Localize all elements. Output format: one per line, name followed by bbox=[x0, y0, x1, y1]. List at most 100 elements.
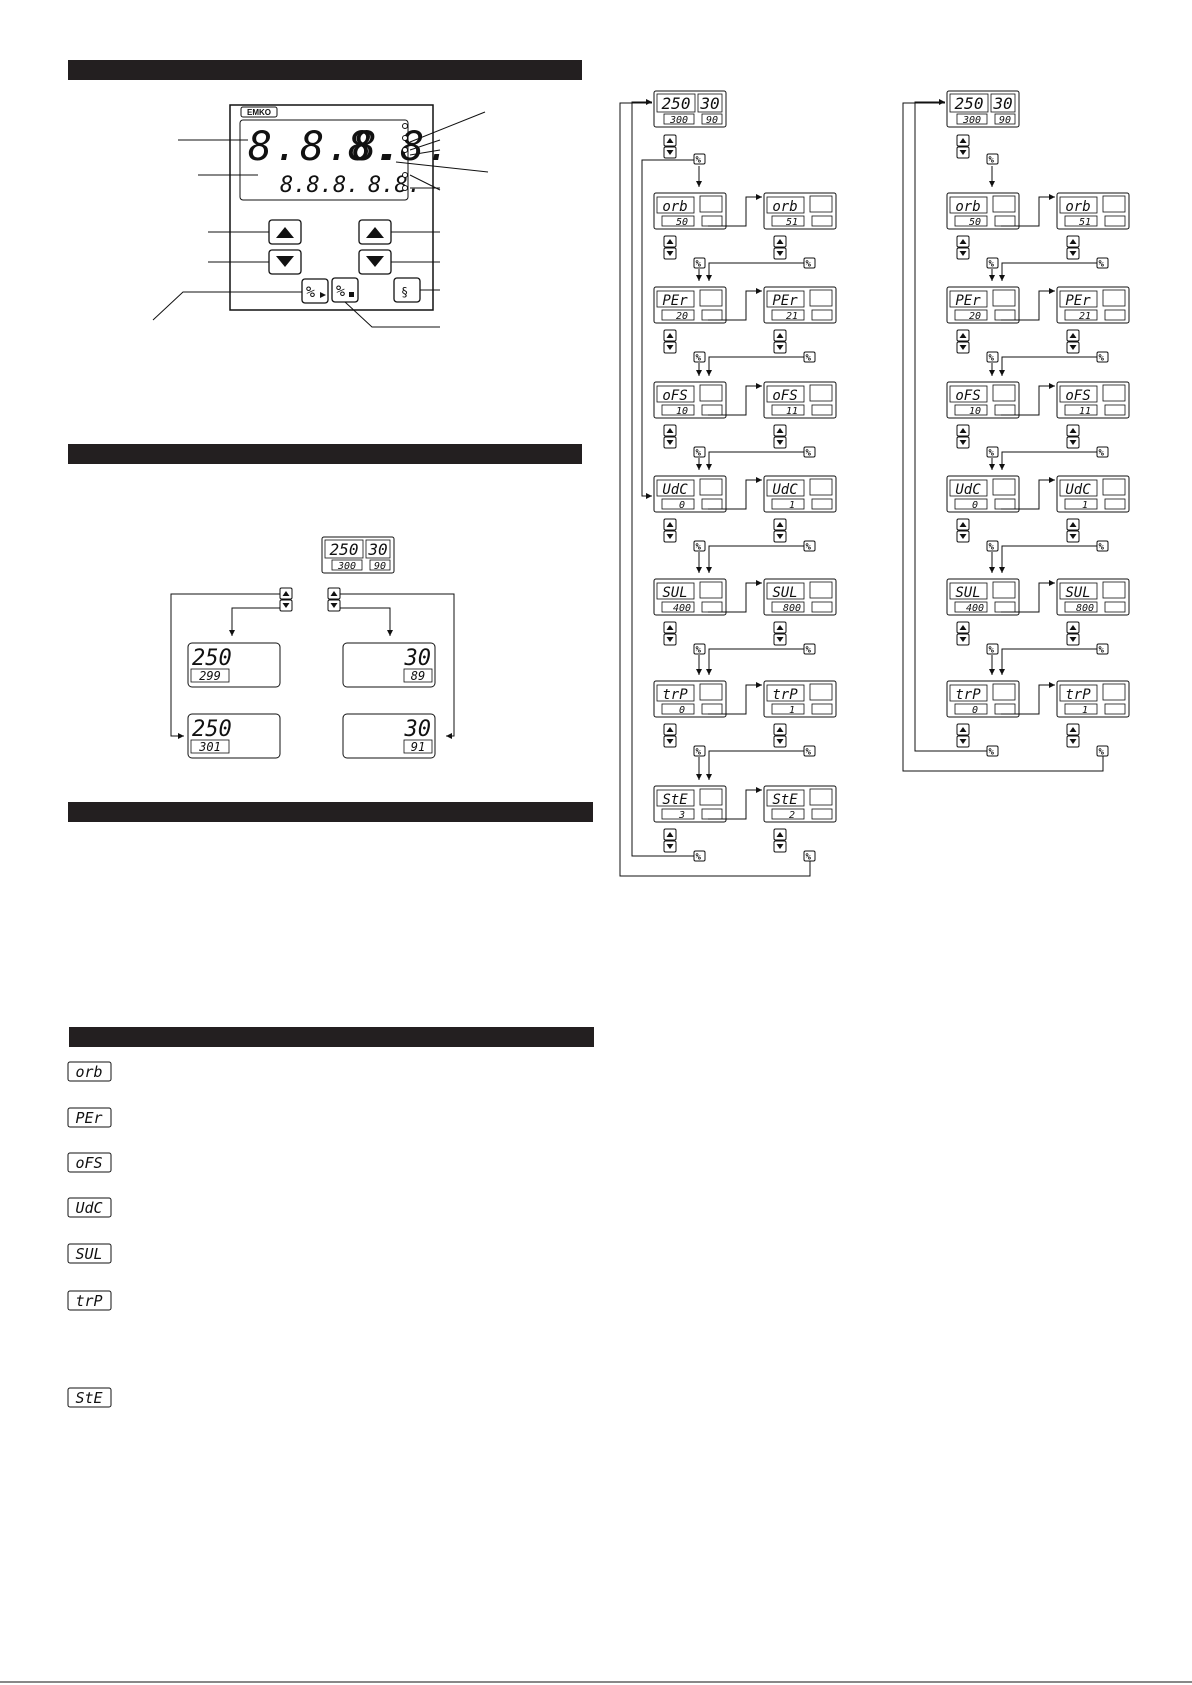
up-down-keys[interactable] bbox=[773, 235, 787, 260]
setpoint-main-value: 250 bbox=[192, 646, 232, 671]
enter-key-icon[interactable]: % bbox=[986, 540, 999, 553]
enter-key-icon[interactable]: % bbox=[803, 850, 816, 863]
enter-key-icon[interactable]: % bbox=[803, 257, 816, 270]
enter-key-label: % bbox=[1099, 354, 1105, 364]
up-key-left[interactable] bbox=[268, 219, 302, 245]
setpoint-sub-value: 301 bbox=[198, 740, 221, 754]
timer-stop-key[interactable]: % bbox=[331, 277, 359, 303]
home-sub-small-value: 90 bbox=[374, 561, 386, 572]
up-down-keys[interactable] bbox=[663, 235, 677, 260]
up-down-keys[interactable] bbox=[773, 424, 787, 449]
enter-key-label: % bbox=[696, 853, 702, 863]
enter-key-label: % bbox=[989, 354, 995, 364]
enter-key-icon[interactable]: % bbox=[803, 745, 816, 758]
enter-key-icon[interactable]: % bbox=[1096, 540, 1109, 553]
enter-key-icon[interactable]: % bbox=[986, 153, 999, 166]
up-down-keys[interactable] bbox=[1066, 621, 1080, 646]
up-key-right[interactable] bbox=[358, 219, 392, 245]
parameter-value: 800 bbox=[1076, 603, 1094, 614]
enter-key-icon[interactable]: % bbox=[693, 153, 706, 166]
enter-key-icon[interactable]: % bbox=[986, 446, 999, 459]
up-down-keys[interactable] bbox=[279, 587, 293, 612]
legend-parameter-PEr: PEr bbox=[67, 1107, 112, 1128]
up-down-keys[interactable] bbox=[1066, 235, 1080, 260]
enter-key-icon[interactable]: % bbox=[803, 643, 816, 656]
parameter-value: 10 bbox=[676, 406, 688, 417]
parameter-code: orb bbox=[662, 199, 687, 215]
up-down-keys[interactable] bbox=[956, 134, 970, 159]
enter-key-icon[interactable]: % bbox=[1096, 257, 1109, 270]
parameter-code: SUL bbox=[955, 585, 980, 601]
up-down-keys[interactable] bbox=[773, 329, 787, 354]
enter-key-icon[interactable]: % bbox=[1096, 446, 1109, 459]
up-down-keys[interactable] bbox=[773, 518, 787, 543]
timer-start-key[interactable]: % bbox=[301, 278, 329, 304]
enter-key-icon[interactable]: % bbox=[803, 540, 816, 553]
parameter-code: StE bbox=[772, 792, 798, 808]
enter-key-icon[interactable]: % bbox=[693, 745, 706, 758]
enter-key-icon[interactable]: % bbox=[1096, 351, 1109, 364]
enter-key-icon[interactable]: % bbox=[693, 850, 706, 863]
enter-key-icon[interactable]: % bbox=[986, 351, 999, 364]
up-down-keys[interactable] bbox=[1066, 723, 1080, 748]
enter-key-icon[interactable]: % bbox=[693, 540, 706, 553]
up-down-keys[interactable] bbox=[663, 621, 677, 646]
parameter-code: trP bbox=[1065, 687, 1091, 703]
up-down-keys[interactable] bbox=[663, 424, 677, 449]
parameter-value: 1 bbox=[1082, 705, 1088, 716]
up-down-keys[interactable] bbox=[663, 518, 677, 543]
up-down-keys[interactable] bbox=[956, 518, 970, 543]
up-down-keys[interactable] bbox=[1066, 518, 1080, 543]
up-down-keys[interactable] bbox=[663, 134, 677, 159]
parameter-value: 400 bbox=[966, 603, 984, 614]
up-down-keys[interactable] bbox=[956, 329, 970, 354]
up-down-keys[interactable] bbox=[956, 723, 970, 748]
parameter-value: 11 bbox=[786, 406, 798, 417]
callout-lines bbox=[152, 111, 489, 328]
setpoint-main-value: 250 bbox=[192, 717, 232, 742]
enter-key-icon[interactable]: % bbox=[1096, 745, 1109, 758]
enter-key-icon[interactable]: % bbox=[693, 643, 706, 656]
parameter-code: trP bbox=[955, 687, 981, 703]
up-down-keys[interactable] bbox=[956, 424, 970, 449]
home-sub-main-value: 300 bbox=[962, 115, 981, 126]
enter-key-icon[interactable]: % bbox=[693, 446, 706, 459]
enter-key-label: % bbox=[989, 156, 995, 166]
up-down-keys[interactable] bbox=[663, 723, 677, 748]
down-key-left[interactable] bbox=[268, 249, 302, 275]
enter-key-label: % bbox=[806, 646, 812, 656]
enter-key-icon[interactable]: % bbox=[693, 257, 706, 270]
enter-key-icon[interactable]: % bbox=[986, 643, 999, 656]
parameter-code: oFS bbox=[662, 388, 687, 404]
up-down-keys[interactable] bbox=[956, 621, 970, 646]
legend-parameter-code: trP bbox=[75, 1292, 102, 1310]
enter-key-icon[interactable]: % bbox=[1096, 643, 1109, 656]
parameter-value: 0 bbox=[972, 500, 978, 511]
parameter-value: 20 bbox=[676, 311, 688, 322]
up-down-keys[interactable] bbox=[1066, 329, 1080, 354]
up-down-keys[interactable] bbox=[1066, 424, 1080, 449]
up-down-keys[interactable] bbox=[773, 723, 787, 748]
section-header-bar-2 bbox=[68, 444, 582, 464]
up-down-keys[interactable] bbox=[773, 828, 787, 853]
enter-key-icon[interactable]: % bbox=[693, 351, 706, 364]
enter-key-icon[interactable]: % bbox=[803, 351, 816, 364]
enter-key-icon[interactable]: % bbox=[986, 257, 999, 270]
up-down-keys[interactable] bbox=[956, 235, 970, 260]
enter-key[interactable]: § bbox=[393, 277, 421, 303]
up-down-keys[interactable] bbox=[773, 621, 787, 646]
down-key-right[interactable] bbox=[358, 249, 392, 275]
up-down-keys[interactable] bbox=[663, 828, 677, 853]
up-down-keys[interactable] bbox=[327, 587, 341, 612]
up-down-keys[interactable] bbox=[663, 329, 677, 354]
enter-key-icon[interactable]: % bbox=[803, 446, 816, 459]
enter-key-icon[interactable]: % bbox=[986, 745, 999, 758]
